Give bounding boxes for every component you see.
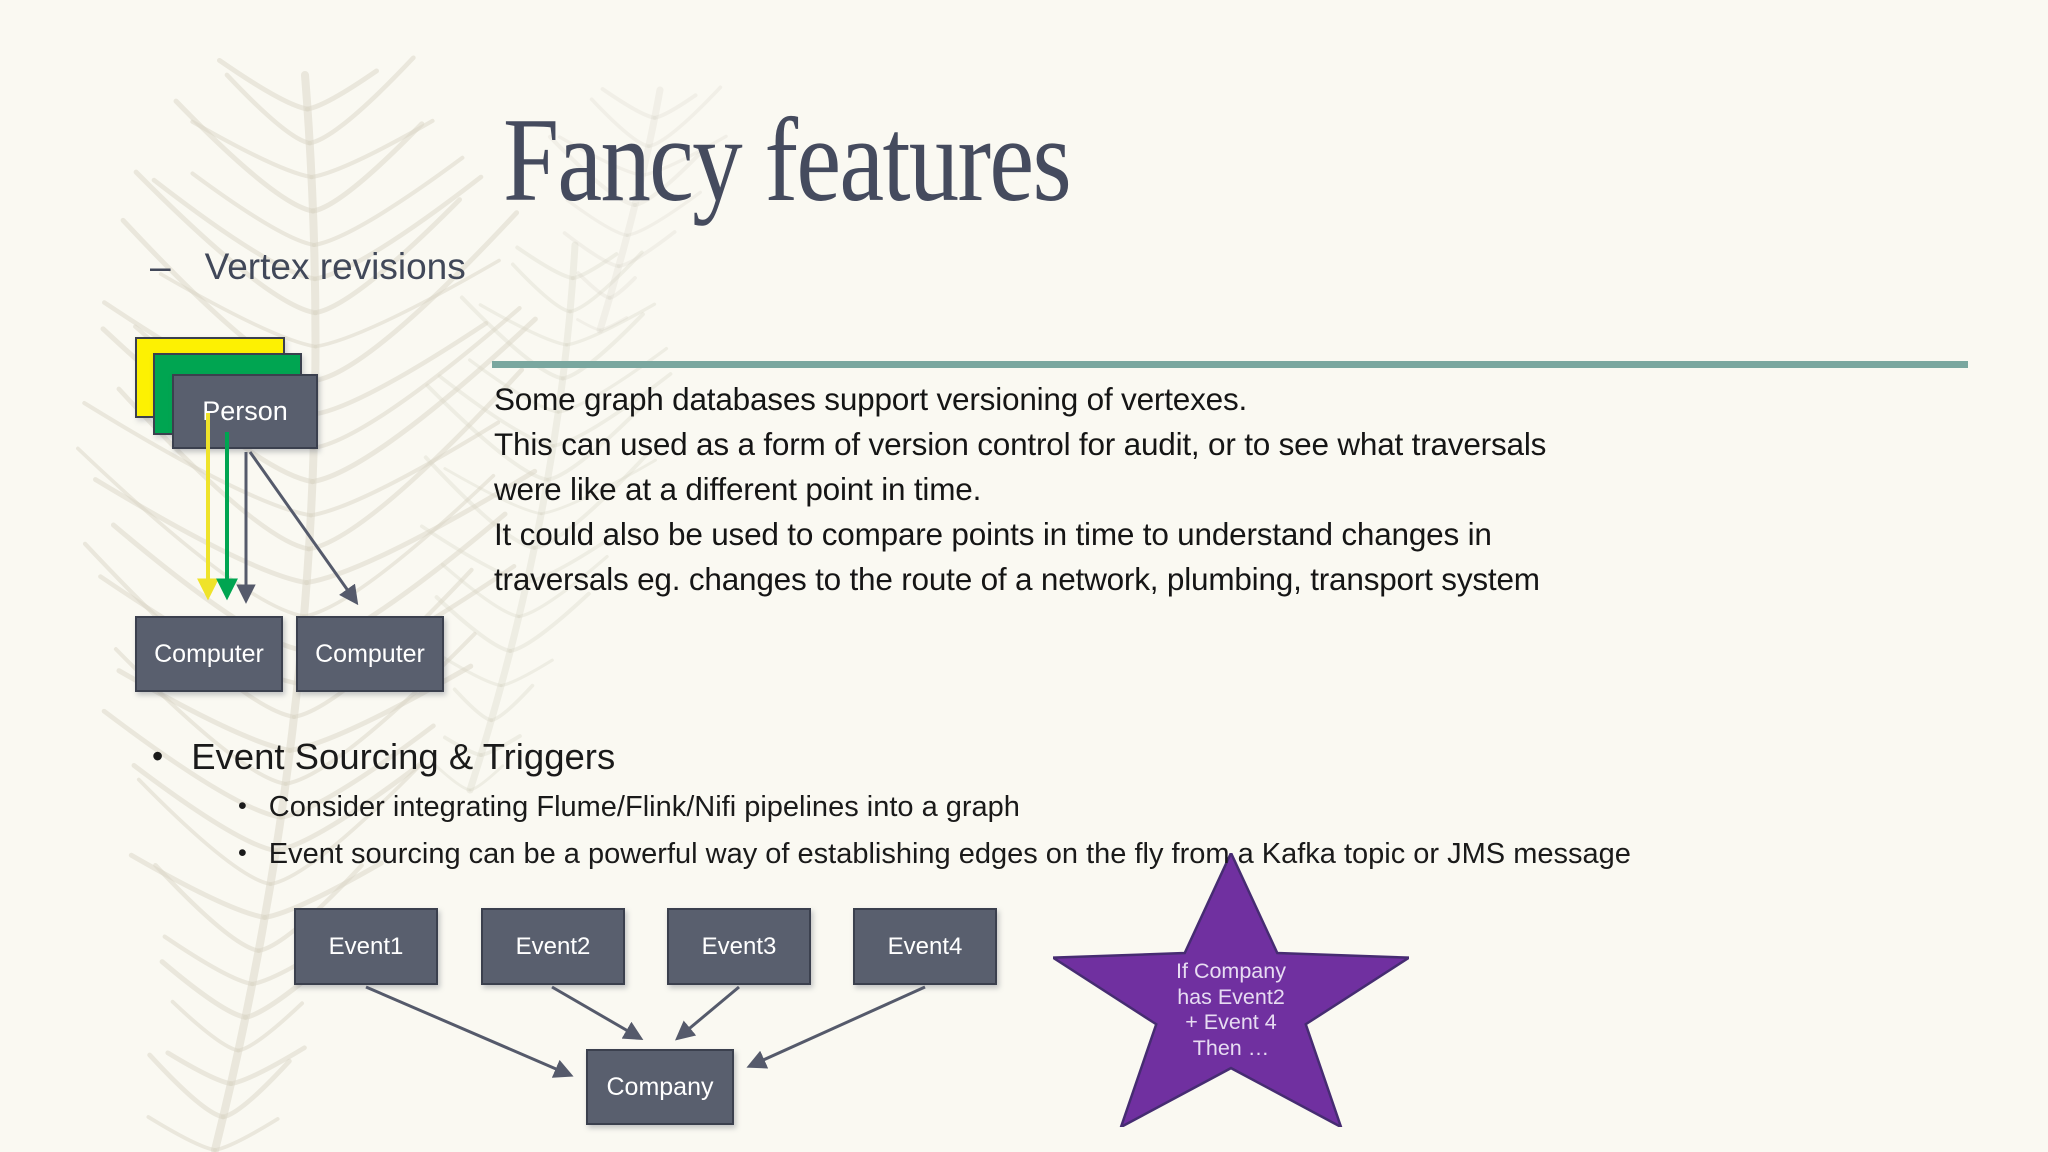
- node-label: Company: [606, 1072, 714, 1101]
- node-label: Person: [202, 396, 288, 426]
- star-text-line: has Event2: [1177, 984, 1285, 1009]
- paragraph-line: were like at a different point in time.: [494, 471, 982, 507]
- node-label: Event1: [328, 932, 404, 960]
- divider-line: [492, 361, 1968, 368]
- node-label: Event2: [515, 932, 591, 960]
- star-text-line: If Company: [1176, 959, 1286, 983]
- node-label: Event3: [701, 932, 777, 960]
- section-heading-label: Vertex revisions: [204, 246, 466, 287]
- slide-title: Fancy features: [503, 93, 1072, 226]
- sub-bullet-label: Event sourcing can be a powerful way of …: [268, 838, 1631, 870]
- event-node-2: Event2: [481, 908, 625, 985]
- company-node: Company: [586, 1049, 734, 1125]
- computer-node-1: Computer: [135, 616, 283, 692]
- event-node-3: Event3: [667, 908, 811, 985]
- paragraph-line: It could also be used to compare points …: [494, 516, 1492, 552]
- bullet-event-sourcing: • Event Sourcing & Triggers: [152, 736, 615, 778]
- node-label: Computer: [154, 639, 264, 668]
- sub-bullet-label: Consider integrating Flume/Flink/Nifi pi…: [268, 791, 1020, 823]
- person-node: Person: [172, 374, 318, 449]
- computer-node-2: Computer: [296, 616, 444, 692]
- paragraph-line: traversals eg. changes to the route of a…: [494, 561, 1540, 597]
- star-text-line: + Event 4: [1185, 1010, 1277, 1034]
- dash-icon: –: [150, 246, 171, 287]
- paragraph-line: Some graph databases support versioning …: [494, 381, 1248, 417]
- node-label: Computer: [315, 639, 425, 668]
- sub-bullet-2: • Event sourcing can be a powerful way o…: [238, 838, 1631, 871]
- star-polygon: [1053, 853, 1409, 1127]
- star-shape: [1053, 853, 1409, 1127]
- bullet-icon: •: [152, 738, 164, 774]
- section-heading: – Vertex revisions: [150, 246, 466, 288]
- bullet-icon: •: [238, 792, 247, 820]
- event-node-1: Event1: [294, 908, 438, 985]
- star-callout-text: If Company has Event2 + Event 4 Then …: [1053, 959, 1409, 1061]
- event-node-4: Event4: [853, 908, 997, 985]
- bullet-label: Event Sourcing & Triggers: [191, 736, 616, 777]
- star-text-line: Then …: [1192, 1035, 1270, 1060]
- body-paragraph: Some graph databases support versioning …: [494, 377, 1546, 602]
- bullet-icon: •: [238, 839, 247, 867]
- node-label: Event4: [887, 932, 963, 960]
- paragraph-line: This can used as a form of version contr…: [494, 426, 1547, 462]
- sub-bullet-1: • Consider integrating Flume/Flink/Nifi …: [238, 791, 1020, 824]
